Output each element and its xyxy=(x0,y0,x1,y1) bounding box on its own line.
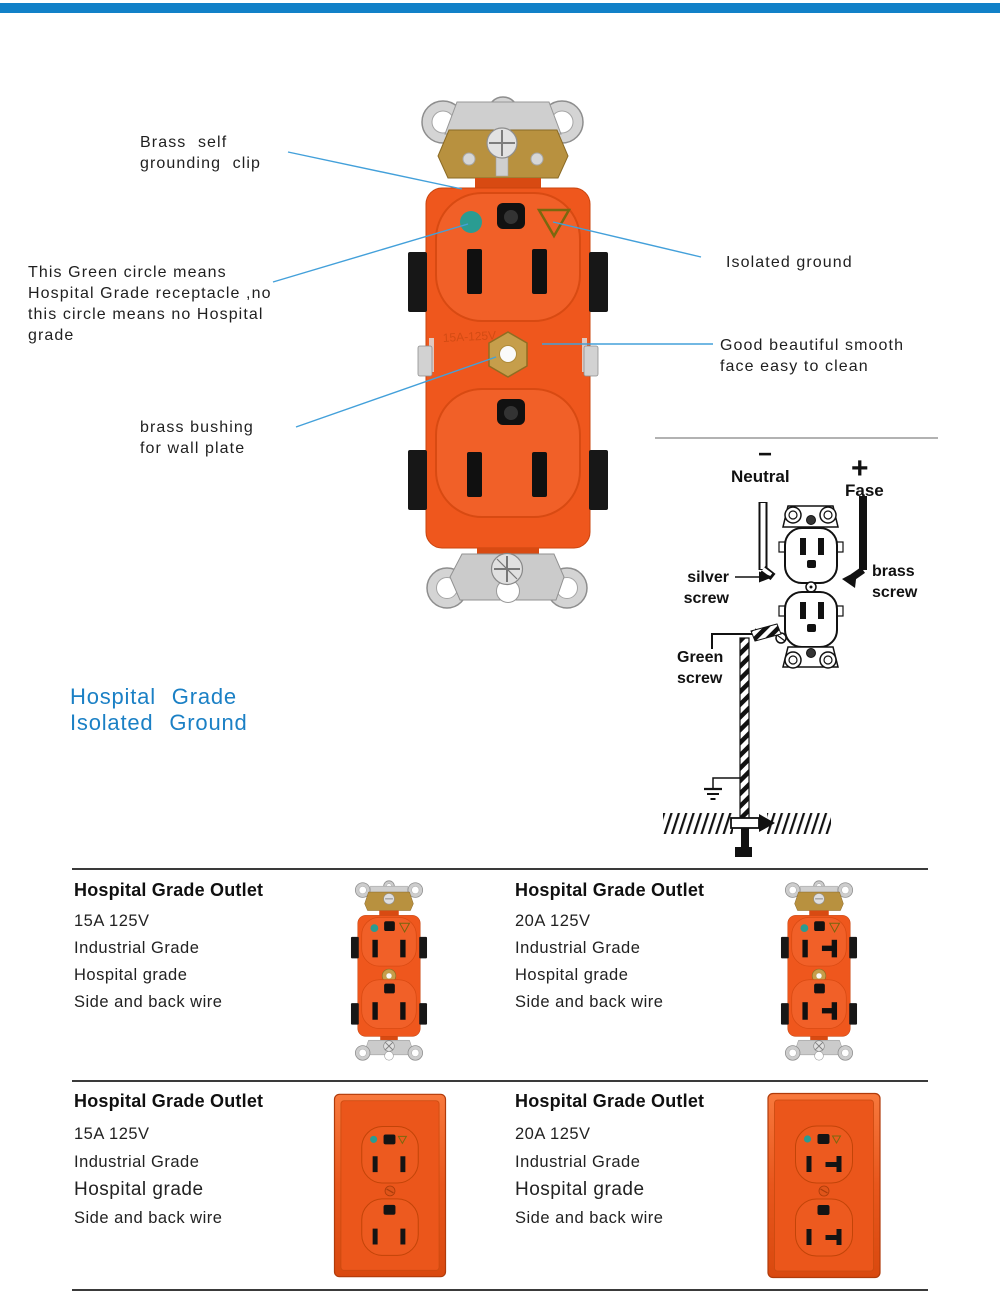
ground-plane xyxy=(663,813,831,857)
annotation-line: this circle means no Hospital xyxy=(28,306,264,323)
fase-label: Fase xyxy=(845,481,884,500)
product-spec: 20A 125V xyxy=(515,912,591,930)
annotation-line: Hospital Grade receptacle ,no xyxy=(28,285,272,302)
section-heading: Hospital Grade Isolated Ground xyxy=(70,684,248,736)
mounting-strap-bottom xyxy=(426,548,588,609)
mounting-strap-top xyxy=(421,96,584,179)
product-spec: Side and back wire xyxy=(515,1209,664,1227)
green-screw-label: Green xyxy=(677,649,723,666)
hospital-grade-green-dot xyxy=(460,211,482,233)
annotation-line: This Green circle means xyxy=(28,264,227,281)
product-spec: Side and back wire xyxy=(74,1209,223,1227)
product-spec: Hospital grade xyxy=(74,966,188,984)
product-spec: Industrial Grade xyxy=(515,1153,641,1171)
product-spec: Hospital grade xyxy=(515,966,629,984)
top-accent-bar xyxy=(0,3,1000,13)
annotation-line: grade xyxy=(28,327,75,344)
product-image-wallplate-15a xyxy=(333,1092,447,1279)
neutral-wire xyxy=(758,502,776,581)
product-spec: 20A 125V xyxy=(515,1125,591,1143)
annotation-brass-clip: Brass self grounding clip xyxy=(140,132,261,174)
product-card-1: Hospital Grade Outlet 15A 125V Industria… xyxy=(74,880,344,1016)
annotation-line: grounding clip xyxy=(140,155,262,172)
annotation-green-circle: This Green circle means Hospital Grade r… xyxy=(28,262,272,346)
heading-line: Isolated Ground xyxy=(70,710,248,735)
diagram-outlet-art xyxy=(778,505,844,669)
product-card-4: Hospital Grade Outlet 20A 125V Industria… xyxy=(515,1091,785,1232)
silver-screw-label: silver xyxy=(687,569,729,586)
product-spec: 15A 125V xyxy=(74,1125,150,1143)
annotation-smooth-face: Good beautiful smooth face easy to clean xyxy=(720,335,904,377)
product-title: Hospital Grade Outlet xyxy=(515,880,705,900)
product-spec: Hospital grade xyxy=(515,1179,645,1200)
fase-wire xyxy=(842,496,867,588)
annotation-line: face easy to clean xyxy=(720,358,869,375)
brass-screw-label: screw xyxy=(872,584,918,601)
product-spec: Side and back wire xyxy=(74,993,223,1011)
product-image-wallplate-20a xyxy=(765,1092,883,1279)
wiring-diagram: − Neutral + Fase silver screw xyxy=(655,437,938,857)
minus-sign: − xyxy=(758,441,772,468)
product-spec: Hospital grade xyxy=(74,1179,204,1200)
product-title: Hospital Grade Outlet xyxy=(515,1091,705,1111)
separator-line-3 xyxy=(72,1289,928,1291)
neutral-label: Neutral xyxy=(731,467,790,486)
hero-product-photo: 15A-125V xyxy=(408,96,608,609)
separator-line-1 xyxy=(72,868,928,870)
brass-screw-label: brass xyxy=(872,563,915,580)
product-spec: Side and back wire xyxy=(515,993,664,1011)
receptacle-body: 15A-125V xyxy=(408,178,608,549)
product-card-3: Hospital Grade Outlet 15A 125V Industria… xyxy=(74,1091,344,1232)
silver-screw-label: screw xyxy=(684,590,730,607)
annotation-line: brass bushing xyxy=(140,419,254,436)
annotation-brass-bushing: brass bushing for wall plate xyxy=(140,417,254,459)
product-title: Hospital Grade Outlet xyxy=(74,880,264,900)
silver-screw-arrowhead xyxy=(759,571,773,583)
annotation-line: Good beautiful smooth xyxy=(720,337,905,354)
separator-line-2 xyxy=(72,1080,928,1082)
product-card-2: Hospital Grade Outlet 20A 125V Industria… xyxy=(515,880,785,1016)
green-screw-label: screw xyxy=(677,670,723,687)
product-spec: Industrial Grade xyxy=(515,939,641,957)
product-spec: 15A 125V xyxy=(74,912,150,930)
annotation-line: for wall plate xyxy=(140,440,246,457)
annotation-isolated-ground: Isolated ground xyxy=(726,254,853,271)
rating-marking: 15A-125V xyxy=(442,328,496,345)
annotation-line: Brass self xyxy=(140,134,228,151)
product-image-receptacle-20a xyxy=(780,876,858,1066)
product-spec: Industrial Grade xyxy=(74,1153,200,1171)
product-spec: Industrial Grade xyxy=(74,939,200,957)
product-title: Hospital Grade Outlet xyxy=(74,1091,264,1111)
green-screw-arrow xyxy=(711,633,755,649)
plus-sign: + xyxy=(851,452,869,485)
product-image-receptacle-15a xyxy=(350,876,428,1066)
heading-line: Hospital Grade xyxy=(70,684,237,709)
